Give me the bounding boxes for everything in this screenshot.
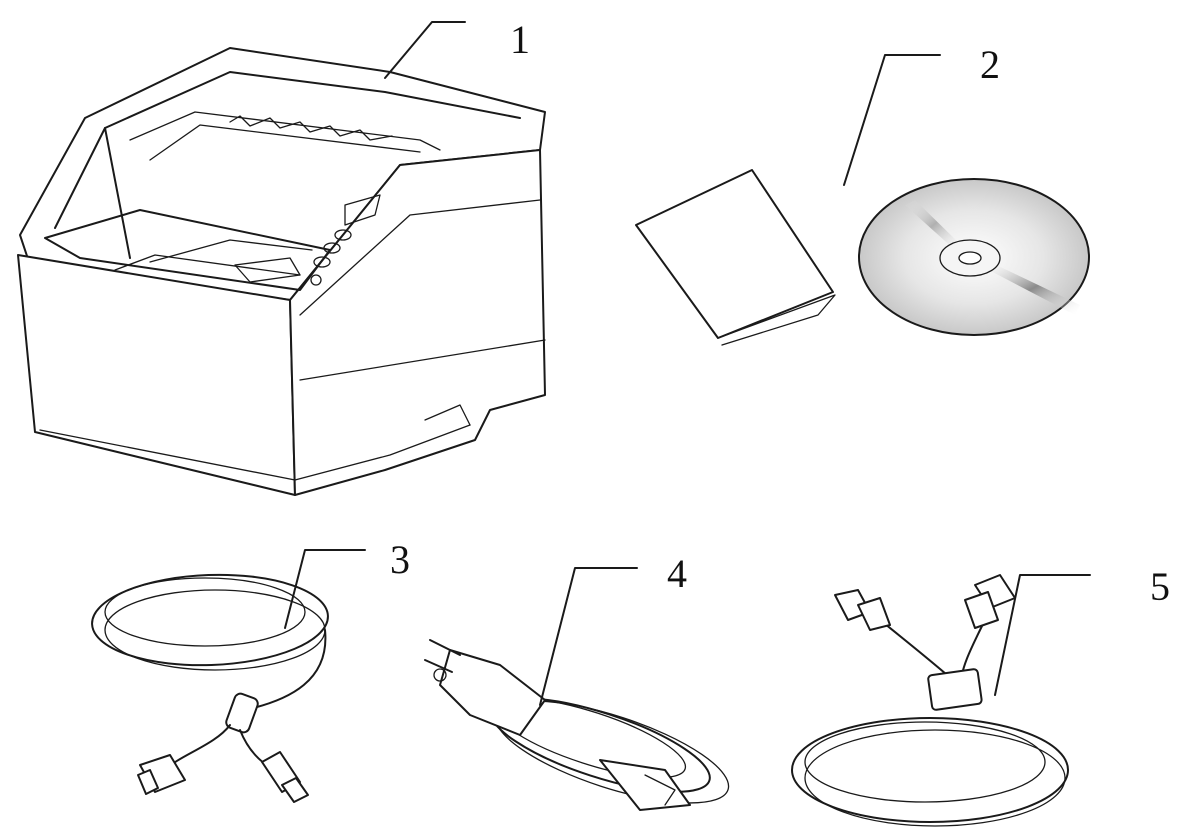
installation-disc xyxy=(858,178,1090,336)
callout-number-4: 4 xyxy=(667,551,687,596)
callout-number-3: 3 xyxy=(390,537,410,582)
callout-number-1: 1 xyxy=(510,17,530,62)
scanner-illustration xyxy=(17,21,546,496)
callout-number-2: 2 xyxy=(980,42,1000,87)
leader-line-3 xyxy=(284,549,366,629)
quick-guide-booklet xyxy=(635,169,836,346)
callout-number-5: 5 xyxy=(1150,564,1170,609)
leader-line-2 xyxy=(843,54,941,186)
power-cord xyxy=(424,639,730,811)
usb-cable xyxy=(91,573,329,803)
leader-line-4 xyxy=(539,567,638,706)
leader-line-5 xyxy=(994,574,1091,696)
network-cable xyxy=(791,574,1069,827)
